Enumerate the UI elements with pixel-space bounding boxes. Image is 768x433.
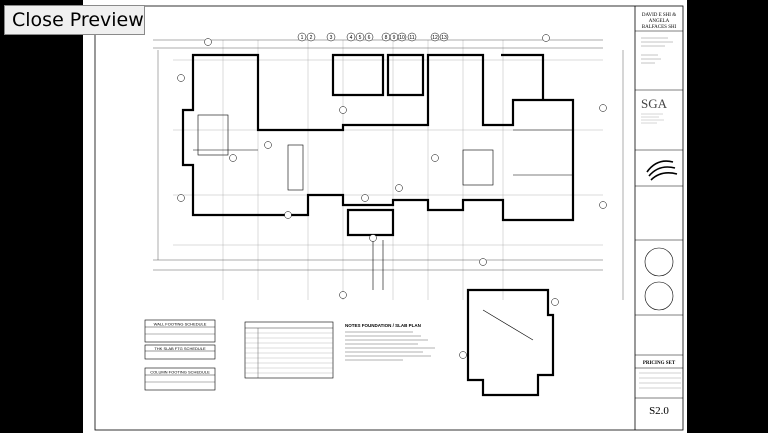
grid-bubble: 11 [407,32,417,42]
title-block: DAVID E SHI & ANGELA BALFACES SHI SGA PR… [635,13,683,417]
grid-bubble: 2 [306,32,316,42]
section-markers [177,34,607,359]
grid-bubble: 8 [381,32,391,42]
svg-text:12: 12 [432,35,438,41]
svg-text:3: 3 [330,35,333,41]
svg-text:COLUMN FOOTING SCHEDULE: COLUMN FOOTING SCHEDULE [150,370,210,375]
svg-text:11: 11 [409,35,414,41]
svg-text:9: 9 [393,35,396,41]
grid-bubble: 10 [397,32,407,42]
grid-bubble: 1 [297,32,307,42]
firm-logo: SGA [641,96,668,111]
thk-slab-schedule: THK SLAB FTG SCHEDULE [144,344,216,360]
dimension-lines [153,39,624,300]
svg-text:NOTES FOUNDATION / SLAB PLAN: NOTES FOUNDATION / SLAB PLAN [345,323,421,328]
svg-text:WALL FOOTING SCHEDULE: WALL FOOTING SCHEDULE [154,322,207,327]
interior-lines [193,114,573,341]
svg-text:2: 2 [310,35,313,41]
grid-bubbles: 1 2 3 4 5 6 8 9 10 11 12 13 [297,32,449,42]
wall-footing-schedule: WALL FOOTING SCHEDULE [144,319,216,343]
foundation-plan-drawing: 1 2 3 4 5 6 8 9 10 11 12 13 WALL FOOTING… [94,5,684,431]
sheet-number: S2.0 [649,405,669,417]
drawing-sheet: 1 2 3 4 5 6 8 9 10 11 12 13 WALL FOOTING… [83,0,687,433]
column-footing-schedule: COLUMN FOOTING SCHEDULE [144,367,216,391]
grid-bubble: 6 [364,32,374,42]
seal-circle-icon [644,247,674,277]
grid-bubble: 12 [430,32,440,42]
svg-text:8: 8 [385,35,388,41]
grid-bubble: 4 [346,32,356,42]
svg-text:PRICING SET: PRICING SET [643,361,676,366]
grid-bubble: 5 [355,32,365,42]
svg-text:BALFACES SHI: BALFACES SHI [642,25,677,30]
svg-text:10: 10 [399,35,405,41]
svg-text:5: 5 [359,35,362,41]
grid-lines [173,40,603,300]
svg-text:THK SLAB FTG SCHEDULE: THK SLAB FTG SCHEDULE [154,346,206,351]
svg-text:DAVID E SHI &: DAVID E SHI & [642,13,676,18]
grid-bubble: 3 [326,32,336,42]
grid-bubble: 9 [389,32,399,42]
engineer-logo-icon [646,160,678,181]
grid-bubble: 13 [439,32,449,42]
svg-text:ANGELA: ANGELA [649,19,670,24]
svg-text:13: 13 [441,35,447,41]
foundation-walls [181,53,575,397]
svg-text:1: 1 [301,35,304,41]
svg-text:4: 4 [350,35,353,41]
svg-text:6: 6 [368,35,371,41]
reinforcing-schedule-table [244,321,334,379]
foundation-notes: NOTES FOUNDATION / SLAB PLAN [345,323,435,361]
seal-circle-icon [644,281,674,311]
close-preview-button[interactable]: Close Preview [4,5,145,35]
